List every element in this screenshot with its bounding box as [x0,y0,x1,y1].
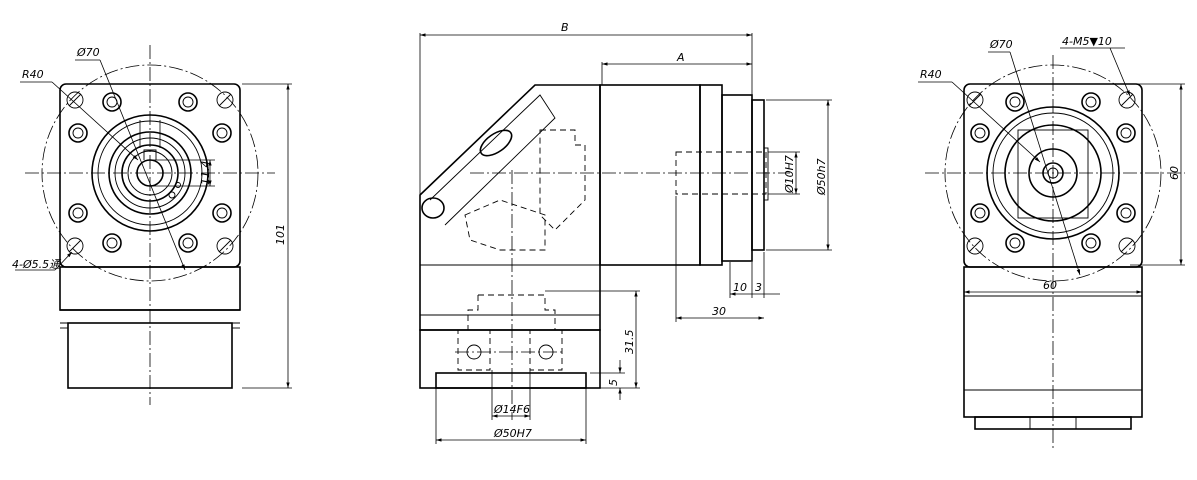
mid-dim-10: 10 [733,281,747,294]
mid-flange-label: Ø50H7 [493,427,532,440]
right-tap-label: 4-M5▼10 [1062,35,1112,48]
left-keyway-label: 11.4 [199,161,212,186]
mid-dim-30: 30 [712,305,726,318]
mid-dim-31-5: 31.5 [623,330,636,355]
mid-shaft-bore-label: Ø10H7 [783,155,796,194]
mid-bore-label: Ø14F6 [493,403,530,416]
left-holes-label: 4-Ø5.5通 [12,258,62,271]
corner-hole [66,91,234,255]
right-diameter-label: Ø70 [989,38,1013,51]
bolt-head [68,92,232,253]
right-radius-label: R40 [920,68,942,81]
middle-view [419,33,832,444]
mid-dim-3: 3 [755,281,762,294]
right-width-label: 60 [1043,279,1057,292]
mid-spigot-label: Ø50h7 [815,158,828,196]
left-view [15,45,292,405]
mid-overall-label: B [561,21,569,34]
left-height-label: 101 [274,224,287,245]
right-height-label: 60 [1168,166,1181,180]
left-diameter-label: Ø70 [76,46,100,59]
right-view [918,47,1185,450]
left-radius-label: R40 [22,68,44,81]
mid-length-label: A [676,51,685,64]
mid-dim-5: 5 [607,379,620,386]
